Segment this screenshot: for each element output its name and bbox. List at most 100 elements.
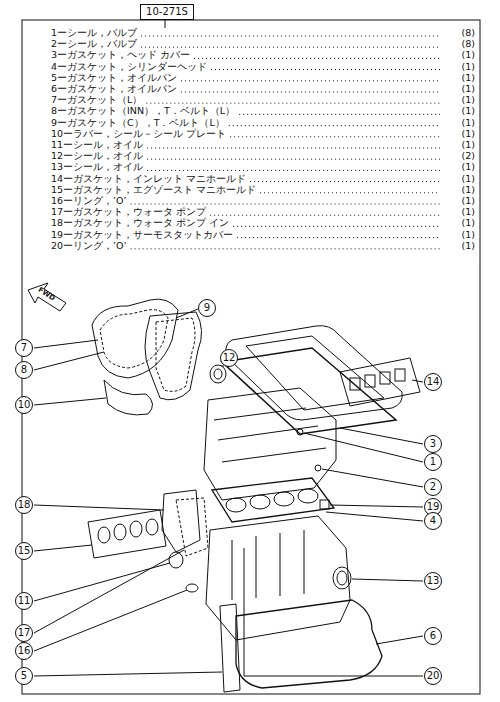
callout-circle: 11	[15, 592, 33, 610]
quantity: (1)	[461, 162, 476, 172]
callout-circle: 12	[220, 349, 238, 367]
callout-number: 17	[18, 628, 31, 638]
oil-pan-gasket	[236, 600, 382, 688]
callout-circle: 3	[424, 435, 442, 453]
callout-number: 20	[427, 671, 440, 681]
head-cover-gasket	[222, 348, 396, 434]
fwd-arrow	[28, 283, 66, 311]
dot-leader	[147, 170, 440, 171]
callout-number: 9	[204, 303, 210, 313]
dot-leader	[260, 192, 440, 193]
seal-plate-rubber	[104, 380, 153, 415]
port	[395, 369, 405, 381]
dot-leader	[181, 80, 440, 81]
oil-pan-gasket-small	[220, 604, 240, 692]
part-name: 13ーシール，オイル	[50, 162, 144, 172]
bore	[298, 489, 318, 503]
thermostat-gasket	[320, 500, 329, 509]
callout-circle: 2	[424, 478, 442, 496]
callout-circle: 7	[15, 339, 33, 357]
quantity: (1)	[461, 218, 476, 228]
quantity: (1)	[461, 118, 476, 128]
part-name: 19ーガスケット，サーモスタットカバー	[50, 230, 234, 240]
dot-leader	[147, 148, 440, 149]
exhaust-gasket	[88, 510, 166, 558]
bracket	[165, 20, 166, 28]
valve-seal	[315, 465, 321, 471]
part-name: 20ーリング，’O’	[50, 241, 128, 251]
oil-seal	[210, 365, 226, 383]
callout-circle: 15	[15, 542, 33, 560]
part-name: 8ーガスケット（INN），T．ベルト（L）	[50, 106, 236, 116]
callout-circle: 4	[424, 512, 442, 530]
quantity: (1)	[461, 140, 476, 150]
part-name: 10ーラバー，シール－シール プレート	[50, 129, 227, 139]
callout-circle: 10	[15, 396, 33, 414]
part-name: 1ーシール，バルブ	[50, 28, 138, 38]
quantity: (8)	[461, 39, 476, 49]
head-cover-ribs	[246, 336, 384, 410]
port	[146, 519, 158, 535]
dot-leader	[131, 204, 440, 205]
kit-code: 10-271S	[146, 7, 188, 17]
part-name: 2ーシール，バルブ	[50, 39, 138, 49]
dot-leader	[211, 69, 440, 70]
dot-leader	[233, 226, 440, 227]
timing-cover-center	[145, 312, 202, 400]
callout-number: 3	[430, 439, 436, 449]
dot-leader	[229, 125, 440, 126]
part-name: 11ーシール，オイル	[50, 140, 144, 150]
part-name: 14ーガスケット，インレット マニホールド	[50, 174, 247, 184]
dot-leader	[250, 181, 440, 182]
dot-leader	[131, 248, 440, 249]
gasket-c	[156, 318, 195, 391]
quantity: (1)	[461, 73, 476, 83]
callout-number: 15	[18, 546, 31, 556]
valve-seal	[297, 429, 303, 435]
port	[114, 524, 126, 540]
quantity: (1)	[461, 185, 476, 195]
callout-number: 8	[21, 365, 27, 375]
port	[98, 527, 110, 543]
dot-leader	[210, 215, 440, 216]
callout-number: 16	[18, 646, 31, 656]
bore	[250, 495, 270, 509]
cylinder-block	[206, 516, 350, 640]
head-detail	[214, 408, 326, 462]
oil-seal-inner	[337, 571, 347, 585]
callout-number: 18	[18, 500, 31, 510]
quantity: (8)	[461, 28, 476, 38]
port	[130, 521, 142, 537]
callout-circle: 18	[15, 496, 33, 514]
callout-number: 10	[18, 400, 31, 410]
port	[350, 378, 360, 390]
quantity: (1)	[461, 84, 476, 94]
callout-circle: 6	[424, 627, 442, 645]
intake-gasket	[340, 358, 420, 406]
quantity: (1)	[461, 174, 476, 184]
quantity: (1)	[461, 241, 476, 251]
part-name: 15ーガスケット，エグゾースト マニホールド	[50, 185, 257, 195]
leader-lines	[34, 309, 423, 676]
part-name: 17ーガスケット，ウォータ ポンプ	[50, 207, 207, 217]
bore	[226, 498, 246, 512]
quantity: (1)	[461, 129, 476, 139]
callout-number: 5	[21, 671, 27, 681]
part-name: 9ーガスケット（C），T．ベルト（L）	[50, 118, 226, 128]
part-name: 4ーガスケット，シリンダーヘッド	[50, 62, 208, 72]
callout-circle: 20	[424, 667, 442, 685]
quantity: (1)	[461, 196, 476, 206]
water-pump-gasket-in	[176, 498, 208, 556]
dot-leader	[230, 136, 440, 137]
quantity: (2)	[461, 151, 476, 161]
o-ring	[186, 584, 198, 592]
quantity: (1)	[461, 106, 476, 116]
callout-number: 6	[430, 631, 436, 641]
block-detail	[232, 530, 304, 600]
timing-cover-upper	[92, 299, 178, 378]
part-name: 7ーガスケット（L）	[50, 95, 143, 105]
callout-circle: 13	[424, 572, 442, 590]
part-name: 3ーガスケット，ヘッド カバー	[50, 50, 191, 60]
quantity: (1)	[461, 95, 476, 105]
oil-seal	[333, 567, 351, 589]
